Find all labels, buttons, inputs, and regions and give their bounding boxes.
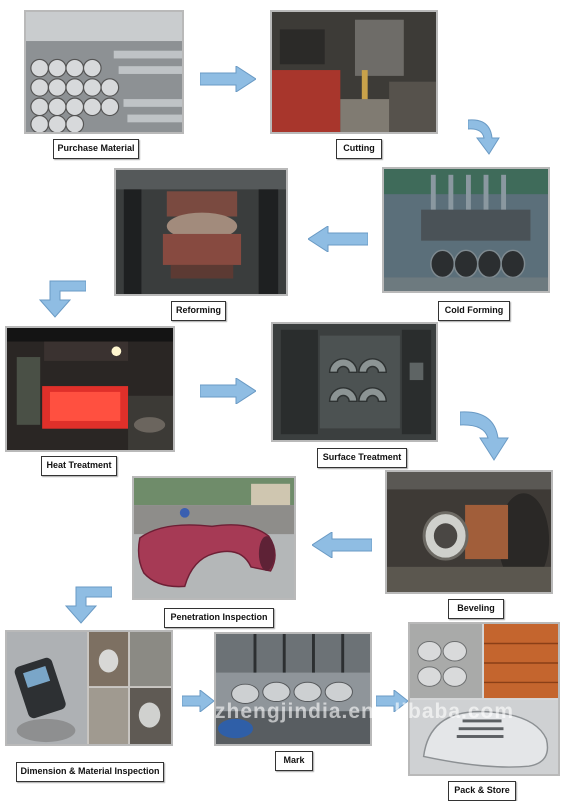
arrow-right-3-icon xyxy=(182,690,214,712)
arrow-left-1-icon xyxy=(308,226,368,252)
label-beveling: Beveling xyxy=(448,599,504,619)
arrow-right-1-icon xyxy=(200,66,256,92)
watermark: zhengjindia.en.alibaba.com xyxy=(215,700,515,723)
label-dimension-material-inspection: Dimension & Material Inspection xyxy=(16,762,164,782)
cold-forming-photo xyxy=(382,167,550,293)
label-pack-store: Pack & Store xyxy=(448,781,516,801)
label-cutting: Cutting xyxy=(336,139,382,159)
arrow-curve-down-1-icon xyxy=(468,119,500,155)
arrow-right-4-icon xyxy=(376,690,408,712)
beveling-photo xyxy=(385,470,553,594)
dimension-material-inspection-photo xyxy=(5,630,173,746)
reforming-photo xyxy=(114,168,288,296)
cutting-photo xyxy=(270,10,438,134)
heat-treatment-photo xyxy=(5,326,175,452)
label-penetration-inspection: Penetration Inspection xyxy=(164,608,274,628)
label-surface-treatment: Surface Treatment xyxy=(317,448,407,468)
arrow-right-2-icon xyxy=(200,378,256,404)
pack-store-photo xyxy=(408,622,560,776)
label-purchase-material: Purchase Material xyxy=(53,139,139,159)
arrow-curve-down-2-icon xyxy=(38,280,86,318)
label-cold-forming: Cold Forming xyxy=(438,301,510,321)
arrow-left-2-icon xyxy=(312,532,372,558)
purchase-material-photo xyxy=(24,10,184,134)
penetration-inspection-photo xyxy=(132,476,296,600)
surface-treatment-photo xyxy=(271,322,438,442)
label-mark: Mark xyxy=(275,751,313,771)
label-heat-treatment: Heat Treatment xyxy=(41,456,117,476)
arrow-curve-down-4-icon xyxy=(64,586,112,624)
mark-photo xyxy=(214,632,372,746)
label-reforming: Reforming xyxy=(171,301,226,321)
arrow-curve-down-3-icon xyxy=(460,411,509,461)
